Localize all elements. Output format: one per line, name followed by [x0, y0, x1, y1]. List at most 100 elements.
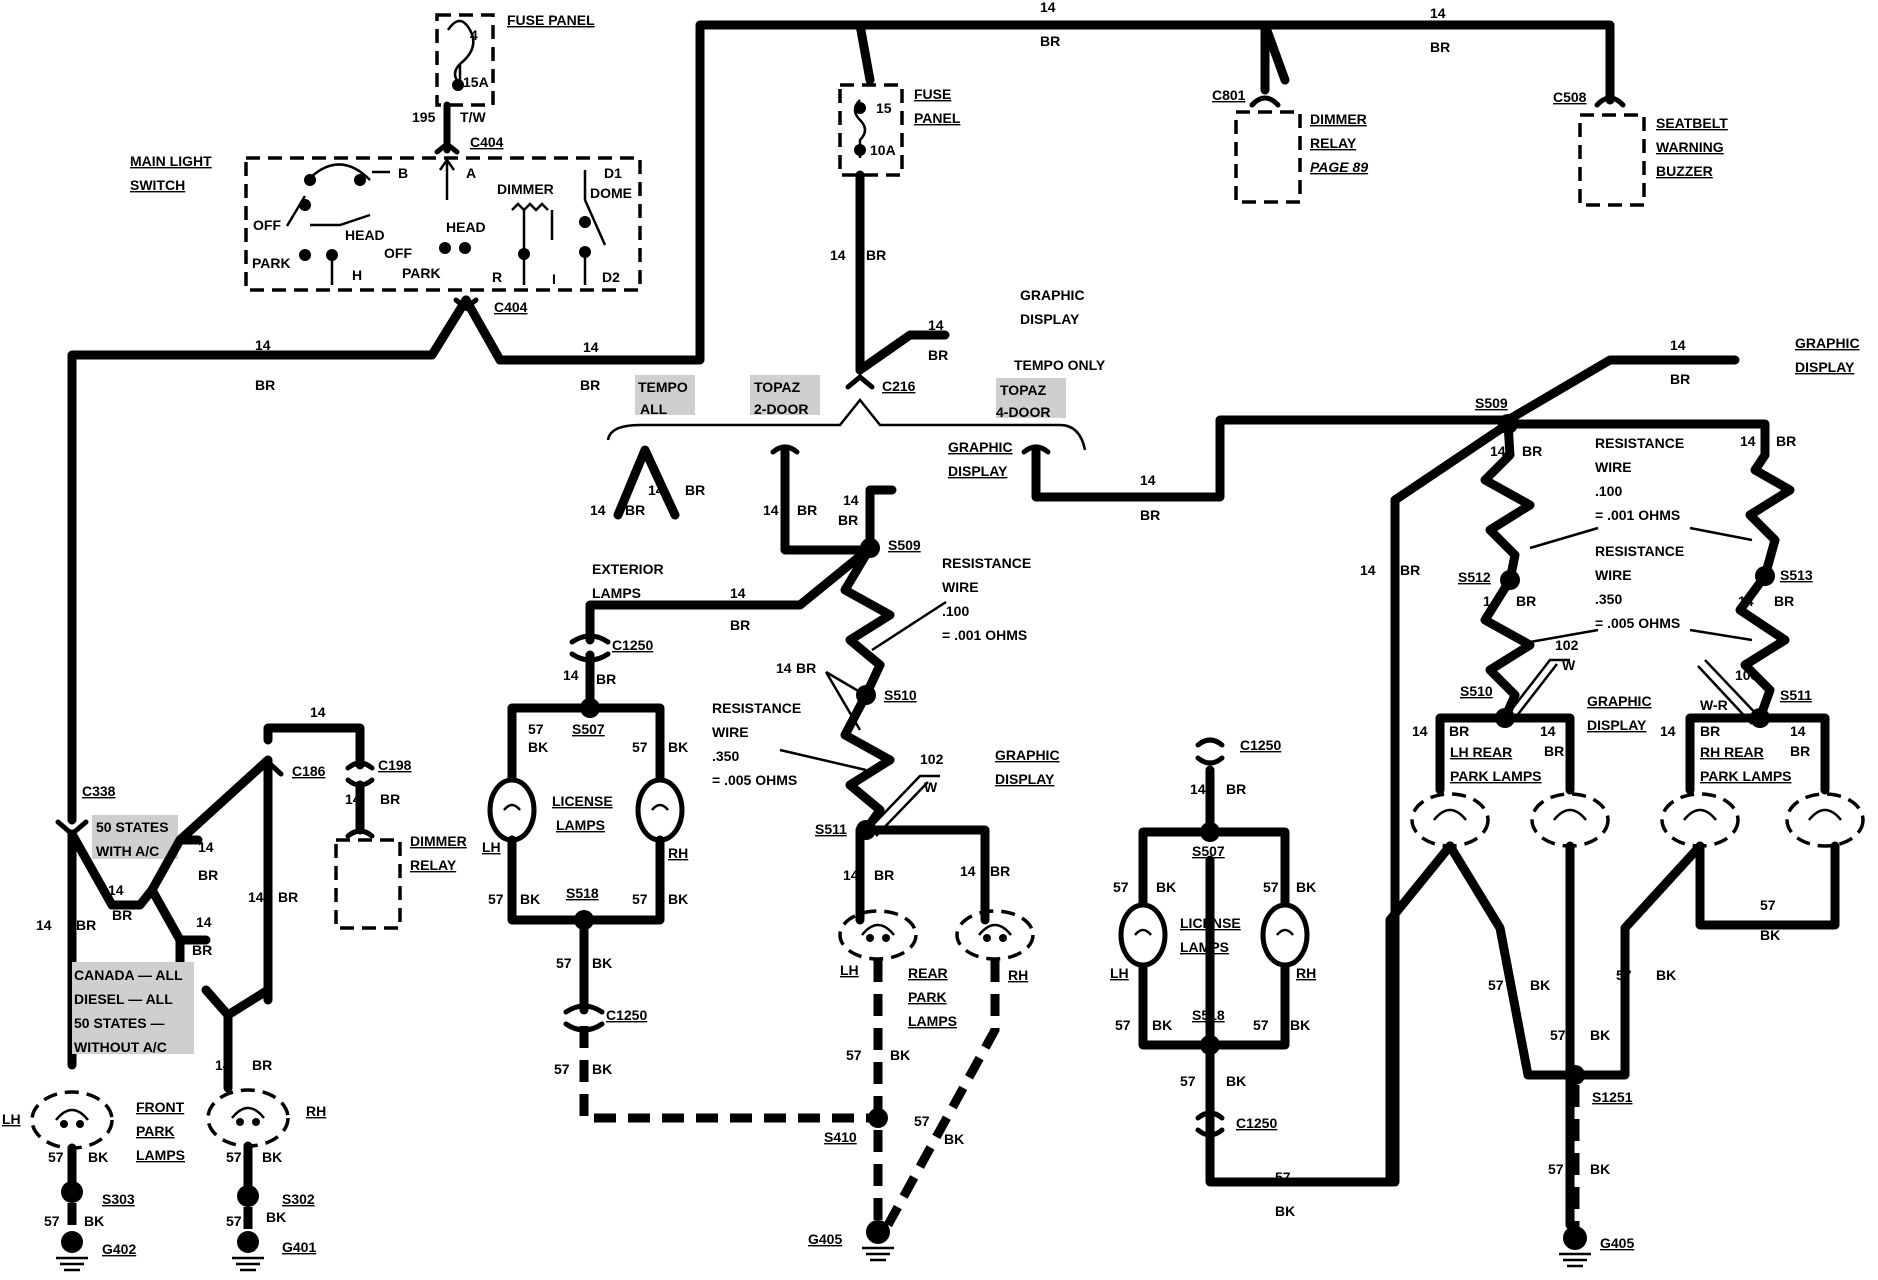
svg-text:EXTERIOR: EXTERIOR: [592, 561, 664, 577]
svg-text:LAMPS: LAMPS: [136, 1147, 185, 1163]
svg-text:WITHOUT A/C: WITHOUT A/C: [74, 1039, 167, 1055]
svg-text:TEMPO ONLY: TEMPO ONLY: [1014, 357, 1106, 373]
svg-text:14: 14: [36, 917, 52, 933]
svg-text:RH: RH: [668, 845, 688, 861]
svg-text:57: 57: [1113, 879, 1129, 895]
svg-text:BK: BK: [668, 891, 688, 907]
svg-text:S509: S509: [888, 537, 921, 553]
svg-text:BUZZER: BUZZER: [1656, 163, 1713, 179]
svg-text:14: 14: [960, 863, 976, 879]
svg-text:RESISTANCE: RESISTANCE: [1595, 435, 1684, 451]
svg-text:57: 57: [1760, 897, 1776, 913]
svg-text:BK: BK: [1156, 879, 1176, 895]
svg-text:C404: C404: [494, 299, 528, 315]
svg-text:DIMMER: DIMMER: [410, 833, 467, 849]
svg-text:.350: .350: [1595, 591, 1622, 607]
svg-text:BK: BK: [1530, 977, 1550, 993]
svg-text:= .001 OHMS: = .001 OHMS: [942, 627, 1027, 643]
svg-text:PAGE 89: PAGE 89: [1310, 159, 1368, 175]
svg-text:S410: S410: [824, 1129, 857, 1145]
svg-text:PARK: PARK: [252, 255, 291, 271]
svg-text:GRAPHIC: GRAPHIC: [1795, 335, 1860, 351]
svg-text:14: 14: [1740, 433, 1756, 449]
svg-text:57: 57: [1488, 977, 1504, 993]
svg-text:BK: BK: [1590, 1027, 1610, 1043]
svg-text:SWITCH: SWITCH: [130, 177, 185, 193]
svg-text:WITH A/C: WITH A/C: [96, 843, 159, 859]
svg-text:DISPLAY: DISPLAY: [995, 771, 1055, 787]
svg-text:BR: BR: [380, 791, 400, 807]
svg-text:BR: BR: [730, 617, 750, 633]
svg-text:OFF: OFF: [384, 245, 412, 261]
svg-text:S303: S303: [102, 1191, 135, 1207]
svg-text:BR: BR: [1040, 33, 1060, 49]
svg-text:LICENSE: LICENSE: [552, 793, 613, 809]
fuse-panel-top: 4 15A FUSE PANEL 195 T/W C404: [412, 12, 595, 155]
svg-text:DIESEL — ALL: DIESEL — ALL: [74, 991, 173, 1007]
svg-text:102: 102: [920, 751, 944, 767]
svg-text:4-DOOR: 4-DOOR: [996, 404, 1050, 420]
svg-text:BR: BR: [1449, 723, 1469, 739]
svg-text:BK: BK: [1275, 1203, 1295, 1219]
svg-text:BR: BR: [1544, 743, 1564, 759]
svg-text:BK: BK: [1590, 1161, 1610, 1177]
svg-text:BK: BK: [528, 739, 548, 755]
svg-text:14: 14: [1660, 723, 1676, 739]
svg-text:14: 14: [563, 667, 579, 683]
svg-text:C1250: C1250: [606, 1007, 647, 1023]
svg-text:BR: BR: [1226, 781, 1246, 797]
svg-text:BK: BK: [266, 1209, 286, 1225]
svg-text:4: 4: [470, 27, 478, 43]
svg-text:C1250: C1250: [1236, 1115, 1277, 1131]
svg-text:OFF: OFF: [253, 217, 281, 233]
svg-text:RH: RH: [1296, 965, 1316, 981]
svg-text:15A: 15A: [463, 74, 489, 90]
svg-text:A: A: [466, 165, 476, 181]
svg-text:57: 57: [556, 955, 572, 971]
svg-text:BR: BR: [198, 867, 218, 883]
svg-text:BK: BK: [520, 891, 540, 907]
svg-text:BK: BK: [944, 1131, 964, 1147]
svg-text:DOME: DOME: [590, 185, 632, 201]
svg-text:57: 57: [554, 1061, 570, 1077]
svg-text:.100: .100: [1595, 483, 1622, 499]
svg-text:S509: S509: [1475, 395, 1508, 411]
svg-text:GRAPHIC: GRAPHIC: [1587, 693, 1652, 709]
svg-text:LH REAR: LH REAR: [1450, 744, 1512, 760]
svg-text:C198: C198: [378, 757, 412, 773]
svg-text:= .005 OHMS: = .005 OHMS: [1595, 615, 1680, 631]
svg-text:S511: S511: [815, 821, 847, 837]
svg-text:W: W: [924, 779, 938, 795]
fuse-panel-15: 15 10A FUSE PANEL 14 BR 14 BR C216: [830, 83, 961, 394]
svg-text:10A: 10A: [870, 142, 896, 158]
svg-text:BR: BR: [192, 942, 212, 958]
svg-text:103: 103: [1735, 667, 1759, 683]
svg-text:LH: LH: [1110, 965, 1129, 981]
svg-text:TEMPO: TEMPO: [638, 379, 688, 395]
svg-text:14: 14: [1790, 723, 1806, 739]
svg-text:.350: .350: [712, 748, 739, 764]
svg-text:14: 14: [843, 867, 859, 883]
svg-text:D2: D2: [602, 269, 620, 285]
svg-text:C216: C216: [882, 378, 916, 394]
svg-text:BR: BR: [1774, 593, 1794, 609]
svg-text:BK: BK: [262, 1149, 282, 1165]
svg-text:14: 14: [1490, 443, 1506, 459]
tempo-all-branch: 14 BR 14 BR: [590, 445, 705, 520]
svg-text:BR: BR: [1790, 743, 1810, 759]
svg-text:S507: S507: [572, 721, 605, 737]
svg-text:HEAD: HEAD: [345, 227, 385, 243]
seatbelt-warning-buzzer: C508 SEATBELT WARNING BUZZER: [1553, 89, 1728, 207]
svg-text:S518: S518: [566, 885, 599, 901]
svg-text:.100: .100: [942, 603, 969, 619]
svg-text:BR: BR: [1670, 371, 1690, 387]
svg-text:57: 57: [1253, 1017, 1269, 1033]
svg-text:GRAPHIC: GRAPHIC: [995, 747, 1060, 763]
svg-text:FUSE: FUSE: [914, 86, 951, 102]
svg-text:ALL: ALL: [640, 401, 668, 417]
svg-text:LICENSE: LICENSE: [1180, 915, 1241, 931]
svg-text:14: 14: [248, 889, 264, 905]
right-rear-park-lamps: S512 14 BR 14 BR S510 S513 14 BR 14 BR S…: [1385, 419, 1865, 1268]
svg-text:BR: BR: [685, 482, 705, 498]
